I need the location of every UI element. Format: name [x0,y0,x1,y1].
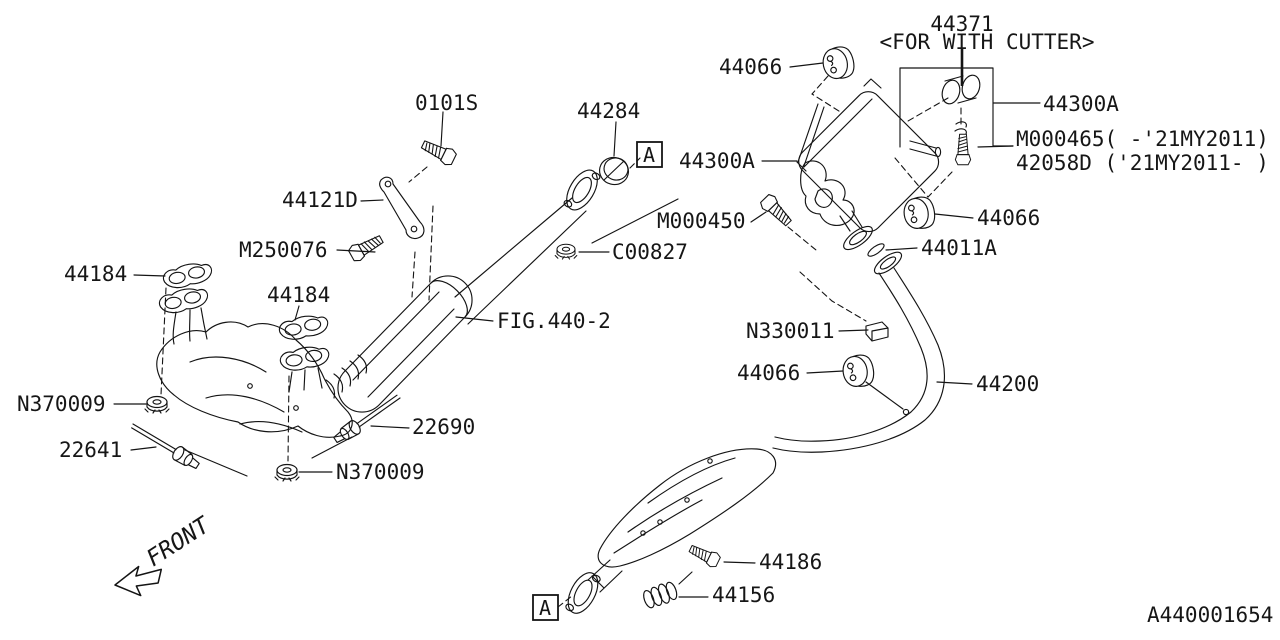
label-c00827: C00827 [612,240,688,264]
bolt-m250076-icon [346,231,386,264]
bolt-m000450-icon [758,192,796,230]
gasket-44184-mid-icon [277,312,330,342]
nut-n370009-bottom-icon [274,463,300,482]
dashed-lines [160,75,962,608]
gasket-44011a-icon [867,243,885,257]
label-44011a: 44011A [921,236,997,260]
label-n370009-left: N370009 [17,392,106,416]
label-44371: 44371 [930,12,993,36]
label-n370009-bottom: N370009 [336,460,425,484]
front-label: FRONT [142,512,215,572]
label-m000465: M000465( -'21MY2011) [1016,127,1269,151]
front-pipe-drawing [325,164,605,413]
label-44186: 44186 [759,550,822,574]
sensor-22690-icon [330,391,405,447]
leader-lines [113,62,1014,598]
label-44300a-right: 44300A [1043,92,1119,116]
label-44121d: 44121D [282,188,358,212]
label-22690: 22690 [412,415,475,439]
label-42058d: 42058D ('21MY2011- ) [1016,151,1269,175]
label-fig-440-2: FIG.440-2 [497,309,611,333]
marker-a-bottom-label: A [539,596,551,620]
label-44066-top: 44066 [719,55,782,79]
gasket-44184-left-icon [161,260,215,291]
label-for-with-cutter: <FOR WITH CUTTER> [880,30,1095,54]
label-44184-left: 44184 [64,262,127,286]
callout-bracket-lines [899,67,1041,148]
hanger-bolt-drawing [954,121,972,166]
bottom-converter-drawing [561,448,777,619]
label-n330011: N330011 [746,319,835,343]
marker-a-top-label: A [643,143,655,167]
label-44066-right: 44066 [977,206,1040,230]
gasket-44284-icon [598,156,630,186]
label-44200: 44200 [976,372,1039,396]
label-44300a-left: 44300A [679,149,755,173]
rear-muffler-drawing [796,78,942,251]
muffler-hanger-right-icon [901,194,938,232]
bolt-44186-icon [686,541,722,570]
label-22641: 22641 [59,438,122,462]
nut-c00827-icon [554,243,578,260]
muffler-hanger-top-icon [819,43,857,83]
label-m000450: M000450 [657,209,746,233]
bracket-44121d-icon [379,176,425,240]
label-44184-mid: 44184 [267,283,330,307]
front-arrow: FRONT [114,512,215,597]
section-marker-a-bottom: A [532,594,559,621]
bolt-0101s-icon [418,136,459,168]
clamp-n330011-icon [865,321,889,342]
label-m250076: M250076 [239,238,328,262]
section-marker-a-top: A [636,141,663,168]
nut-n370009-left-icon [144,395,170,414]
label-0101s: 0101S [415,91,478,115]
manifold-assembly-drawing [156,285,353,438]
label-diagram-id: A440001654 [1147,603,1273,627]
center-pipe-drawing [772,251,945,453]
label-44156: 44156 [712,583,775,607]
sensor-22641-icon [128,417,203,473]
label-44066-mid: 44066 [737,361,800,385]
spring-44156-icon [643,581,678,609]
pipe-hanger-mid-icon [840,352,877,390]
label-44284: 44284 [577,99,640,123]
